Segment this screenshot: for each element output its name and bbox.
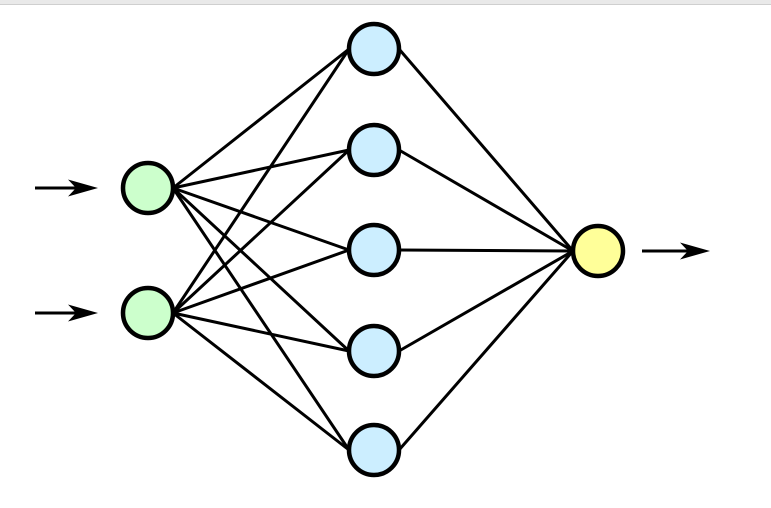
edge-hidden1-output1 — [397, 48, 575, 252]
edge-input2-hidden2 — [171, 148, 351, 315]
edge-input2-hidden1 — [171, 48, 351, 314]
hidden-node-3 — [346, 222, 402, 278]
edge-input1-hidden4 — [171, 186, 351, 353]
input-node-2 — [120, 285, 176, 341]
input-arrow-1-head-icon — [68, 179, 98, 197]
edge-input2-hidden3 — [172, 248, 350, 315]
output-arrow-head-icon — [680, 242, 710, 260]
edge-input1-hidden3 — [172, 186, 350, 252]
input-arrow-2-head-icon — [68, 304, 98, 322]
edge-hidden5-output1 — [397, 250, 575, 451]
edge-hidden4-output1 — [398, 249, 574, 353]
edge-input1-hidden5 — [171, 187, 351, 451]
hidden-node-4 — [346, 323, 402, 379]
input-node-1 — [120, 160, 176, 216]
edge-input1-hidden2 — [172, 148, 350, 190]
top-border-strip — [0, 0, 771, 5]
output-node-1 — [570, 223, 626, 279]
hidden-node-5 — [346, 422, 402, 478]
edge-input1-hidden1 — [172, 47, 350, 190]
hidden-node-1 — [346, 21, 402, 77]
edge-input2-hidden4 — [172, 311, 350, 353]
hidden-node-2 — [346, 122, 402, 178]
edge-hidden3-output1 — [398, 248, 574, 253]
edge-input2-hidden5 — [172, 311, 350, 452]
edge-hidden2-output1 — [398, 148, 574, 253]
